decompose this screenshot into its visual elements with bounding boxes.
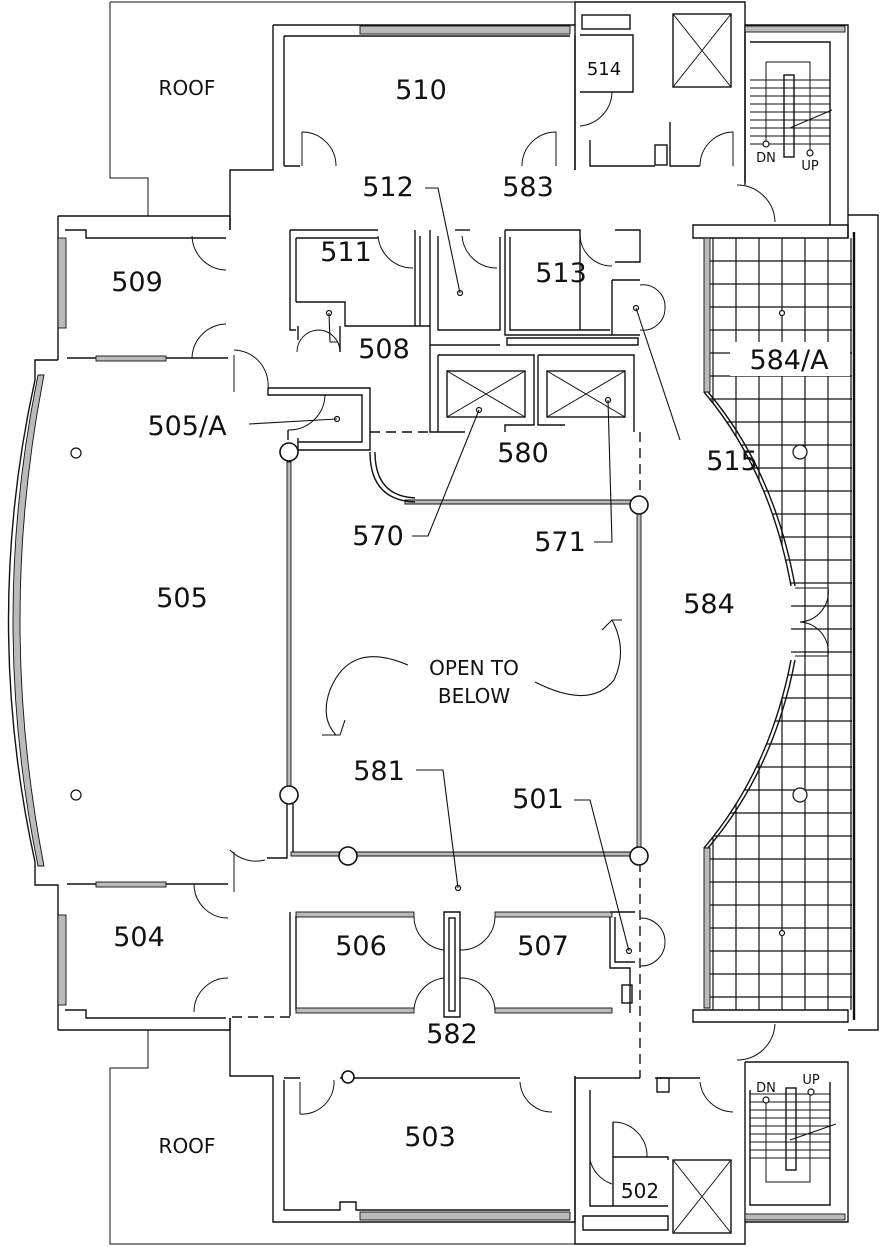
leader-lines [248,187,681,952]
lower-core [232,911,635,1018]
stair-top-up-label: UP [801,159,819,174]
room-label-510: 510 [395,75,447,106]
room-label-514: 514 [587,59,621,80]
markers [70,289,808,955]
open-to-below-arrows [322,619,622,736]
interior-core [267,229,641,451]
room-label-501: 501 [512,784,564,815]
roof-label-bottom: ROOF [159,1134,216,1158]
room-label-583: 583 [502,172,554,203]
room-label-581: 581 [353,756,405,787]
room-label-584a: 584/A [749,345,829,376]
room-label-508: 508 [358,334,410,365]
stair-treads-bottom [750,1093,830,1159]
room-label-507: 507 [517,931,569,962]
open-to-below-line1: OPEN TO [429,656,519,680]
room-label-502: 502 [621,1179,659,1203]
labels: ROOF ROOF 510 514 583 512 511 513 509 50… [111,59,829,1203]
room-label-505a: 505/A [147,411,227,442]
room-label-511: 511 [320,237,372,268]
stair-bottom-down-label: DN [756,1081,776,1096]
room-label-584: 584 [683,589,735,620]
balcony-door [795,587,829,657]
room-label-515: 515 [706,446,758,477]
room-label-582: 582 [426,1019,478,1050]
stair-bottom-up-label: UP [802,1073,820,1088]
room-label-504: 504 [113,922,165,953]
stair-treads-top [750,79,830,145]
roof-area-bottom [109,1030,575,1245]
doors [191,91,776,1185]
room-label-580: 580 [497,438,549,469]
balcony-tile-grid [703,237,852,1010]
open-to-below-line2: BELOW [438,684,511,708]
room-label-512: 512 [362,172,414,203]
room-label-505: 505 [156,583,208,614]
atrium-railing [267,432,649,1078]
stair-top-down-label: DN [756,151,776,166]
room-label-570: 570 [352,521,404,552]
room-label-571: 571 [534,527,586,558]
room-label-509: 509 [111,267,163,298]
room-label-503: 503 [404,1122,456,1153]
roof-label-top: ROOF [159,76,216,100]
exterior-walls [7,1,879,1245]
room-label-513: 513 [535,258,587,289]
room-label-506: 506 [335,931,387,962]
